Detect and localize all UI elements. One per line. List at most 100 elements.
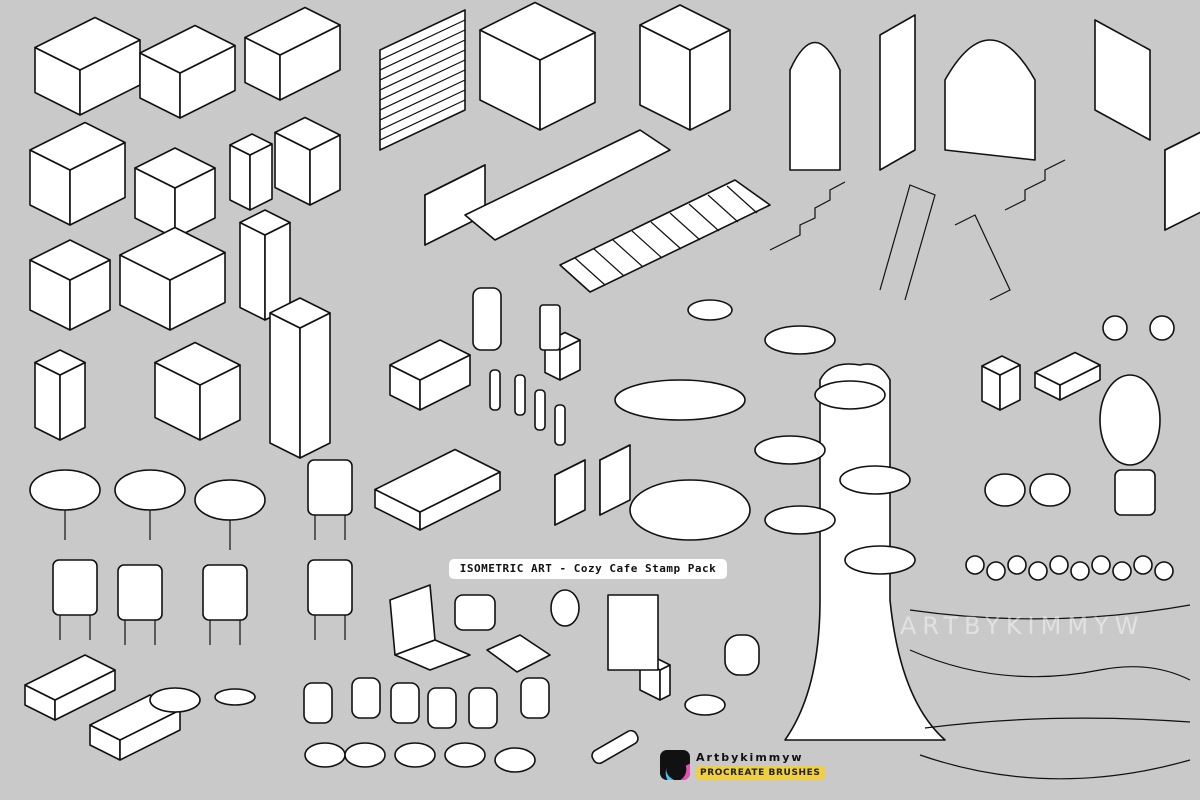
small-plant [1029, 473, 1071, 507]
awning-stripe [593, 248, 625, 277]
brand-tagline: PROCREATE BRUSHES [696, 765, 825, 780]
stool-seat [214, 688, 256, 706]
arched-window [789, 41, 841, 171]
pastry [394, 742, 436, 768]
tree-foliage [764, 325, 836, 355]
awning-stripe [707, 194, 739, 223]
large-plant-leaves [1099, 374, 1161, 466]
rose-garland [1154, 561, 1174, 581]
procreate-logo-icon [660, 750, 690, 780]
box-counter-top [119, 226, 226, 281]
pastry [304, 742, 346, 768]
tree-foliage [754, 435, 826, 465]
pastry [344, 742, 386, 768]
drawer-unit-top [274, 116, 341, 151]
watermark: ARTBYKIMMYW [900, 612, 1145, 640]
tree-foliage [764, 505, 836, 535]
box-cabinet-top [29, 239, 111, 281]
rose-garland [1112, 561, 1132, 581]
nightstand-left [34, 361, 61, 441]
mirror [550, 589, 580, 627]
chandelier-small [614, 379, 746, 421]
lantern [539, 304, 561, 351]
awning-stripe [650, 221, 682, 250]
title-label: ISOMETRIC ART - Cozy Cafe Stamp Pack [449, 559, 727, 579]
sink-cabinet-top [134, 147, 216, 189]
rose-garland [1091, 555, 1111, 575]
tray-right [659, 664, 671, 701]
rose-garland [1007, 555, 1027, 575]
brick-line [379, 29, 466, 71]
paper-towel-roll [687, 299, 733, 321]
rolling-pin [591, 729, 639, 765]
cabinet-door-left [229, 144, 251, 211]
nightstand-top [34, 349, 86, 376]
candlestick [554, 404, 566, 446]
awning-stripe [688, 203, 720, 232]
candlestick [514, 374, 526, 416]
string-lights [909, 649, 1191, 681]
bead-string [919, 754, 1191, 780]
rose [1149, 315, 1175, 341]
wide-arched-window [944, 39, 1036, 161]
pastry [494, 747, 536, 773]
cup [520, 677, 550, 719]
curtain [607, 594, 659, 671]
brand: Artbykimmyw PROCREATE BRUSHES [660, 750, 825, 780]
nightstand-right [59, 361, 86, 441]
dresser-top [154, 341, 241, 386]
flower-box-top [1034, 351, 1101, 386]
brick-line [379, 79, 466, 121]
awning-stripe [669, 212, 701, 241]
planter-box-top [389, 339, 471, 381]
cup [303, 682, 333, 724]
rose-garland [965, 555, 985, 575]
bookshelf-top [269, 297, 331, 329]
chandelier-large [629, 479, 751, 541]
chair [307, 459, 353, 516]
pastry [444, 742, 486, 768]
candlestick [534, 389, 546, 431]
small-plant [984, 473, 1026, 507]
chair [52, 559, 98, 616]
plant-pot-top [981, 355, 1021, 376]
sofa-corner-top [24, 654, 116, 701]
rose-garland [1133, 555, 1153, 575]
laptop-base [394, 639, 471, 671]
open-book [486, 634, 551, 673]
rose-garland [1049, 555, 1069, 575]
brick-line [379, 49, 466, 91]
round-table [194, 479, 266, 521]
brick-line [379, 89, 466, 131]
stepladder [954, 214, 1011, 301]
stairs-l [769, 181, 846, 251]
chair [202, 564, 248, 621]
awning-plain [464, 129, 671, 241]
bookshelf-left [269, 312, 301, 459]
chair [307, 559, 353, 616]
round-table [114, 469, 186, 511]
frame-large-top [599, 444, 631, 461]
rose [1102, 315, 1128, 341]
awning-stripe [631, 230, 663, 259]
brick-line [379, 99, 466, 141]
window-square-right [1164, 131, 1200, 231]
cabinet-door-top [229, 133, 273, 156]
brick-wall-corner-top [479, 1, 596, 61]
rose-garland [1028, 561, 1048, 581]
tree-foliage [839, 465, 911, 495]
brick-pillar-top [639, 4, 731, 51]
round-table [29, 469, 101, 511]
candlestick [489, 369, 501, 411]
rose-garland [986, 561, 1006, 581]
large-plant-pot [1114, 469, 1156, 516]
tree-foliage [844, 545, 916, 575]
cup [468, 687, 498, 729]
chair [117, 564, 163, 621]
frame-small-right [554, 459, 586, 526]
lunch-box [454, 594, 496, 631]
brick-line [379, 19, 466, 61]
lattice-window [1094, 19, 1151, 141]
shelf-counter-top [139, 24, 236, 74]
